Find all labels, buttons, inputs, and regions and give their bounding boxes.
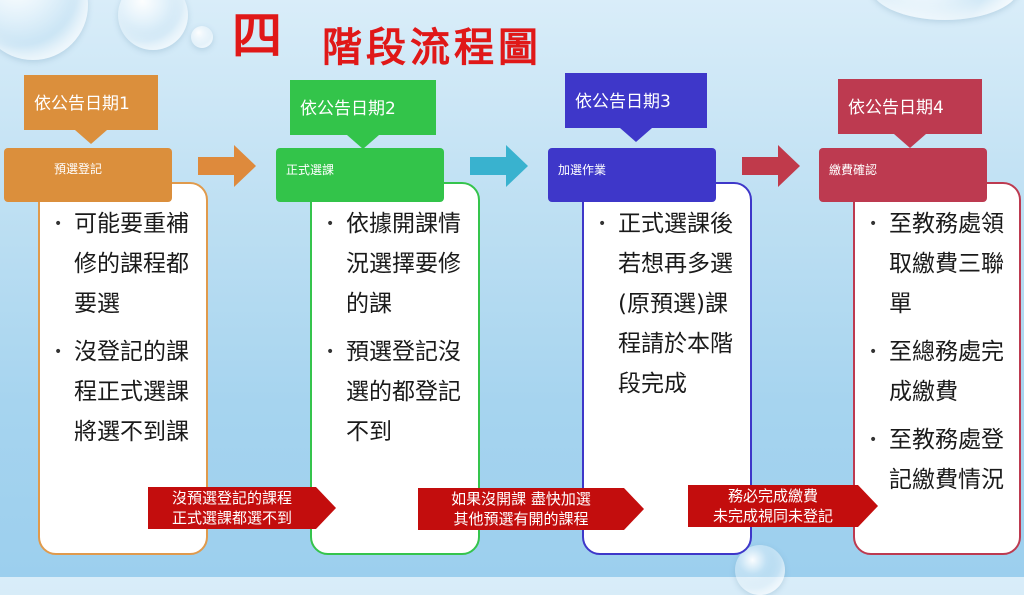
stage2-item: 依據開課情況選擇要修的課 [326,204,464,324]
stage1-warning-note: 沒預選登記的課程 正式選課都選不到 [148,487,336,529]
stage3-date-pointer [620,128,652,142]
stage4-date-tag: 依公告日期4 [838,79,982,148]
stage3-item: 正式選課後若想再多選(原預選)課程請於本階段完成 [598,204,736,404]
stage2-name: 正式選課 [286,163,335,177]
flow-arrow-1 [198,145,256,187]
stage1-date-label: 依公告日期1 [34,94,130,114]
stage2-date-label: 依公告日期2 [300,99,396,119]
stage3-date-label: 依公告日期3 [575,92,671,112]
flow-arrow-3 [742,145,800,187]
stage2-warning-note: 如果沒開課 盡快加選 其他預選有開的課程 [418,488,644,530]
stage1-details-card: 可能要重補修的課程都要選 沒登記的課程正式選課將選不到課 [38,182,208,555]
stage1-item: 沒登記的課程正式選課將選不到課 [54,332,192,452]
stage1-name: 預選登記 [54,162,103,176]
note-line: 沒預選登記的課程 [171,489,292,507]
stage2-name-bar: 正式選課 [276,148,444,202]
stage1-date-pointer [75,130,107,144]
stage3-warning-note: 務必完成繳費 未完成視同未登記 [688,485,878,527]
stage4-item: 至總務處完成繳費 [869,332,1005,412]
stage1-item: 可能要重補修的課程都要選 [54,204,192,324]
note-line: 正式選課都選不到 [171,509,292,527]
stage2-item: 預選登記沒選的都登記不到 [326,332,464,452]
stage3-name: 加選作業 [558,163,607,177]
stage4-item: 至教務處登記繳費情況 [869,420,1005,500]
stage2-date-tag: 依公告日期2 [290,80,436,149]
flow-arrow-2 [470,145,528,187]
decorative-bubble [191,26,213,48]
stage1-name-bar: 預選登記 [4,148,172,202]
note-line: 如果沒開課 盡快加選 [451,490,591,508]
stage2-date-pointer [347,135,379,149]
stage4-name: 繳費確認 [829,163,878,177]
note-line: 其他預選有開的課程 [453,510,589,528]
stage4-name-bar: 繳費確認 [819,148,987,202]
decorative-bubble [0,0,88,60]
note-line: 未完成視同未登記 [712,507,833,525]
stage4-details-card: 至教務處領取繳費三聯單 至總務處完成繳費 至教務處登記繳費情況 [853,182,1021,555]
note-line: 務必完成繳費 [727,487,818,505]
section-number: 四 [232,7,282,65]
stage1-date-tag: 依公告日期1 [24,75,158,144]
stage4-item: 至教務處領取繳費三聯單 [869,204,1005,324]
stage4-date-label: 依公告日期4 [848,98,944,118]
stage3-name-bar: 加選作業 [548,148,716,202]
page-title: 階段流程圖 [322,25,542,71]
decorative-bubble [870,0,1020,20]
stage3-date-tag: 依公告日期3 [565,73,707,142]
stage4-date-pointer [894,134,926,148]
decorative-bubble [118,0,188,50]
